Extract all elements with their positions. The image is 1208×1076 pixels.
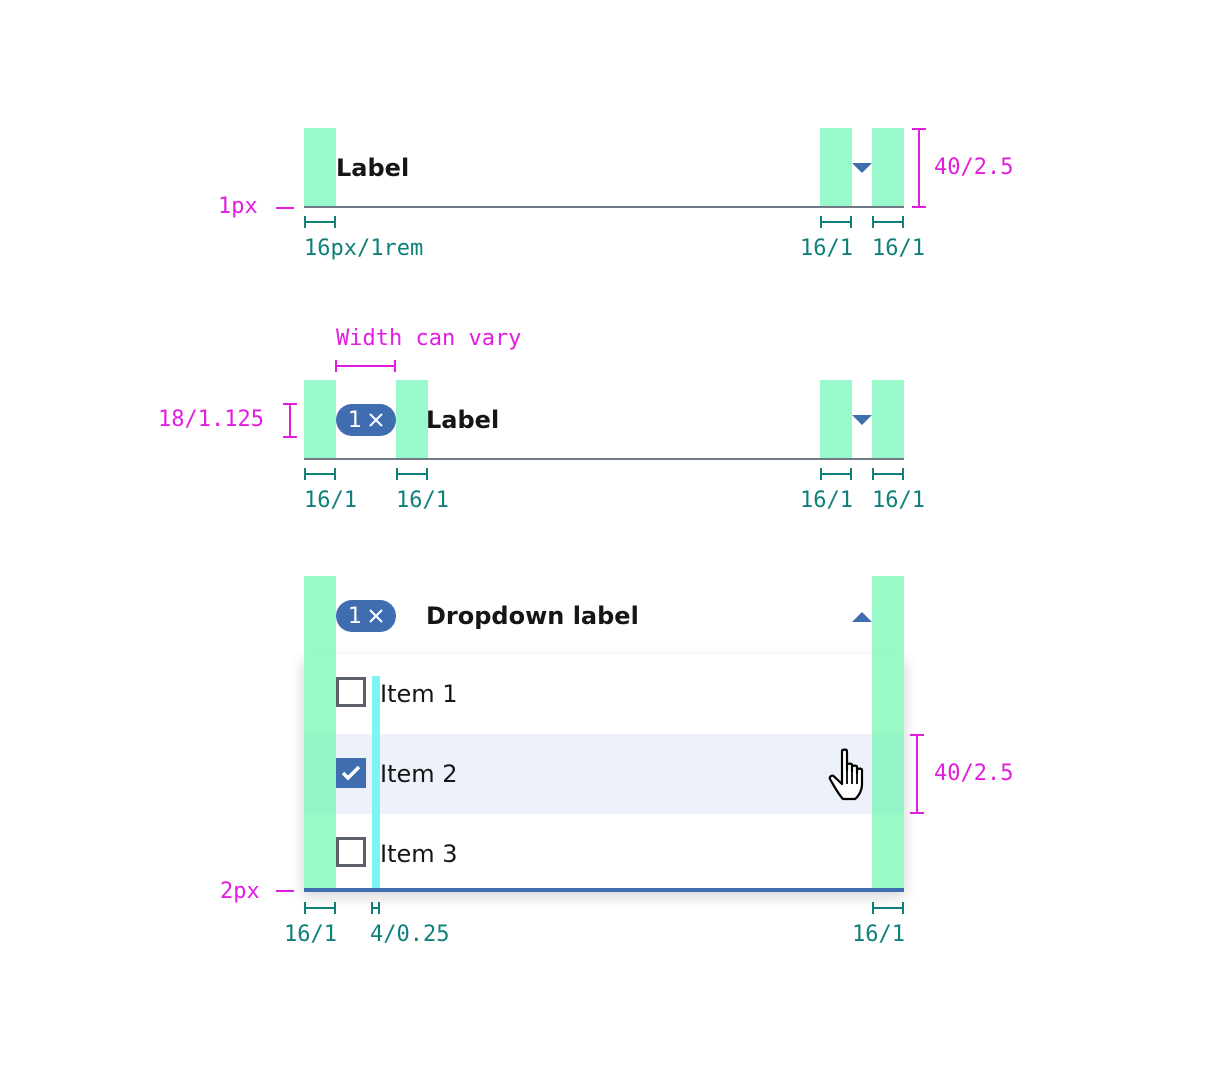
bottom-border	[304, 206, 904, 208]
list-item[interactable]: Item 2	[336, 734, 872, 814]
gutter-label: 4/0.25	[370, 922, 450, 947]
right-padding-overlay	[872, 380, 904, 458]
left-padding-label: 16/1	[304, 488, 357, 513]
right-padding-label: 16/1	[872, 488, 925, 513]
hand-pointer-icon	[828, 748, 864, 801]
tag-width-dimension	[335, 360, 396, 372]
checkbox[interactable]	[336, 677, 366, 707]
field-label[interactable]: Label	[336, 154, 410, 182]
left-padding-label: 16/1	[284, 922, 337, 947]
menu-item-hover-bg	[304, 734, 904, 814]
tag-gap-label: 16/1	[396, 488, 449, 513]
tag-height-dimension	[283, 403, 297, 438]
selection-tag[interactable]: 1	[336, 600, 396, 632]
right-padding-overlay	[872, 128, 904, 206]
chevron-down-icon[interactable]	[852, 163, 872, 173]
item-height-label: 40/2.5	[934, 761, 1014, 786]
selection-tag[interactable]: 1	[336, 404, 396, 436]
border-callout-line	[276, 890, 294, 892]
left-padding-dimension	[304, 902, 336, 914]
width-vary-label: Width can vary	[336, 326, 522, 351]
right-padding-dimension	[872, 216, 904, 228]
border-width-label: 1px	[218, 194, 258, 219]
list-item[interactable]: Item 3	[336, 814, 872, 890]
chevron-down-icon[interactable]	[852, 415, 872, 425]
height-label: 40/2.5	[934, 155, 1014, 180]
icon-padding-overlay	[820, 128, 852, 206]
left-padding-label: 16px/1rem	[304, 236, 424, 261]
bottom-border	[304, 458, 904, 460]
tag-count: 1	[348, 603, 362, 629]
right-padding-label: 16/1	[872, 236, 925, 261]
tag-gap-overlay	[396, 380, 428, 458]
icon-padding-overlay	[820, 380, 852, 458]
left-padding-overlay	[304, 380, 336, 458]
right-padding-dimension	[872, 468, 904, 480]
dropdown-label[interactable]: Dropdown label	[426, 602, 639, 630]
chevron-up-icon[interactable]	[852, 612, 872, 622]
height-dimension	[912, 128, 926, 208]
border-width-label: 2px	[220, 879, 260, 904]
close-icon[interactable]	[368, 412, 384, 428]
list-item[interactable]: Item 1	[336, 654, 872, 734]
icon-padding-dimension	[820, 468, 852, 480]
item-label: Item 3	[380, 840, 458, 868]
right-padding-overlay	[872, 576, 904, 890]
right-padding-dimension	[872, 902, 904, 914]
tag-count: 1	[348, 407, 362, 433]
icon-padding-label: 16/1	[800, 236, 853, 261]
field-label[interactable]: Label	[426, 406, 500, 434]
tag-gap-dimension	[396, 468, 428, 480]
checkbox-gutter-overlay	[372, 676, 380, 890]
checkmark-icon	[341, 765, 361, 781]
item-label: Item 1	[380, 680, 458, 708]
right-padding-label: 16/1	[852, 922, 905, 947]
left-padding-overlay	[304, 576, 336, 890]
bottom-border-focus	[304, 888, 904, 892]
icon-padding-label: 16/1	[800, 488, 853, 513]
left-padding-overlay	[304, 128, 336, 206]
item-label: Item 2	[380, 760, 458, 788]
checkbox-checked[interactable]	[336, 758, 366, 788]
left-padding-dimension	[304, 216, 336, 228]
tag-height-label: 18/1.125	[158, 407, 264, 432]
close-icon[interactable]	[368, 608, 384, 624]
left-padding-dimension	[304, 468, 336, 480]
gutter-dimension	[371, 902, 380, 914]
border-callout-line	[276, 207, 294, 209]
icon-padding-dimension	[820, 216, 852, 228]
item-height-dimension	[910, 734, 924, 814]
checkbox[interactable]	[336, 837, 366, 867]
